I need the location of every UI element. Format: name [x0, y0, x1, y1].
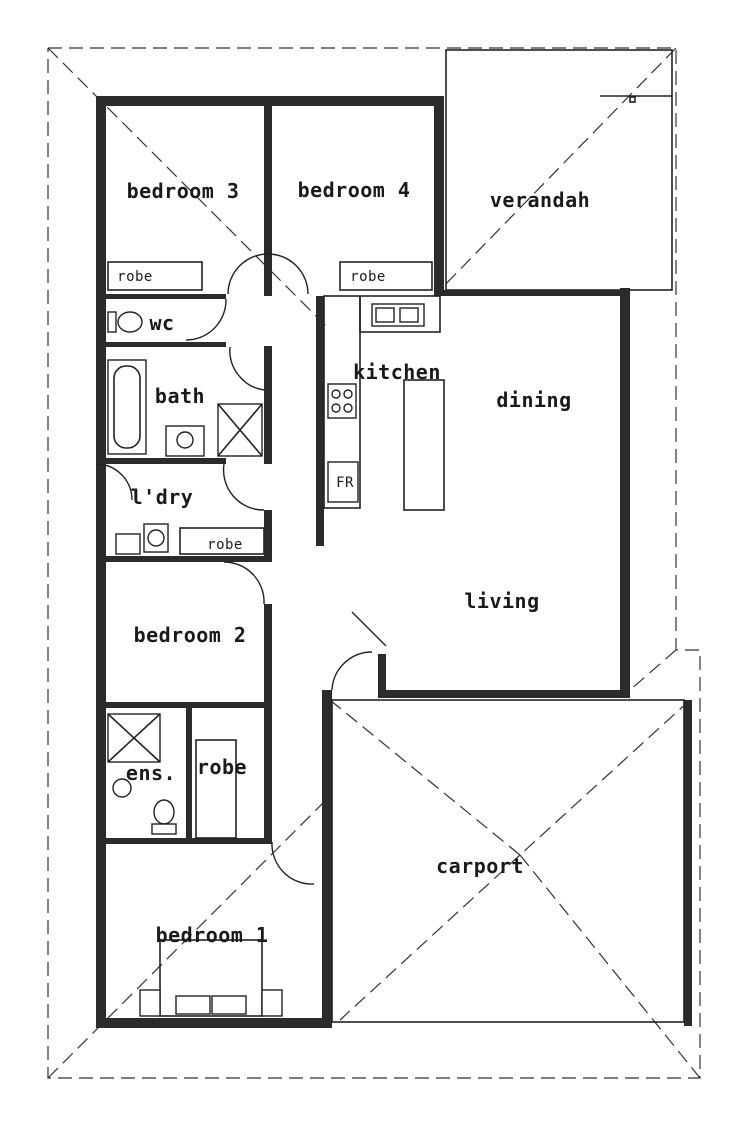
label-dining: dining [496, 388, 572, 412]
label-verandah: verandah [489, 188, 591, 212]
label-fridge: FR [336, 475, 354, 491]
verandah-area [445, 49, 673, 291]
label-wc: wc [149, 311, 175, 335]
label-bedroom-1: bedroom 1 [155, 923, 269, 947]
interior-walls [106, 100, 386, 844]
label-robe-laundry: robe [207, 537, 243, 553]
label-ensuite: ens. [125, 761, 177, 785]
label-robe-bedroom-4: robe [350, 269, 386, 285]
label-bedroom-4: bedroom 4 [297, 178, 411, 202]
bed [139, 939, 283, 1017]
label-bath: bath [154, 384, 206, 408]
kitchen-bench [323, 295, 445, 511]
wet-fixtures [107, 261, 433, 839]
label-laundry: l'dry [130, 485, 194, 509]
label-robe-master: robe [196, 755, 248, 779]
label-robe-bedroom-3: robe [117, 269, 153, 285]
doors [95, 253, 387, 885]
label-kitchen: kitchen [353, 360, 441, 384]
carport-outline [331, 699, 685, 1023]
label-carport: carport [436, 854, 524, 878]
label-living: living [464, 589, 540, 613]
label-bedroom-2: bedroom 2 [133, 623, 247, 647]
roof-outline [47, 47, 701, 1079]
label-bedroom-3: bedroom 3 [126, 179, 240, 203]
